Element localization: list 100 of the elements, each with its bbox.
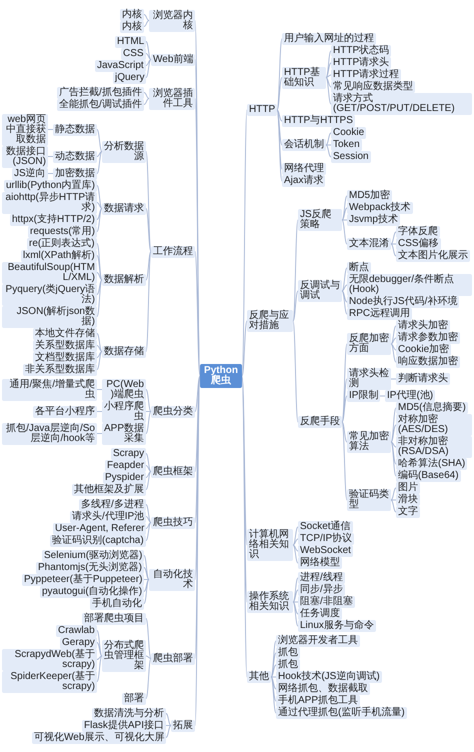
connector-line: [292, 220, 298, 322]
connector-line: [146, 411, 152, 412]
connector-line: [144, 579, 150, 580]
leaf-label: 手机APP抓包工具: [276, 695, 360, 707]
leaf-label: 请求头/代理IP池: [70, 510, 146, 522]
connector-line: [146, 208, 152, 252]
connector-line: [96, 411, 102, 412]
leaf-label: 文档型数据库: [33, 352, 97, 364]
leaf-label: 手机自动化: [90, 598, 144, 610]
connector-line: [342, 290, 348, 314]
leaf-label: HTTP状态码: [331, 45, 392, 57]
connector-line: [146, 471, 152, 490]
subtopic-label: 请求头检测: [347, 368, 391, 390]
leaf-label: JavaScript: [95, 60, 146, 72]
leaf-label: User-Agent, Referer: [53, 522, 146, 534]
connector-line: [292, 578, 298, 602]
connector-line: [342, 378, 348, 422]
connector-line: [96, 151, 102, 157]
connector-line: [390, 442, 396, 476]
branch-topic: 浏览器插件工具: [149, 88, 195, 110]
leaf-label: 文字: [396, 506, 420, 518]
connector-line: [146, 658, 152, 699]
leaf-label: CSS偏移: [396, 238, 441, 250]
leaf-label: Pyppeteer(基于Puppeteer): [22, 574, 144, 586]
connector-line: [146, 59, 152, 78]
connector-line: [96, 208, 102, 232]
connector-line: [144, 567, 150, 580]
leaf-label: 网络模型: [298, 557, 342, 569]
leaf-label: 非对称加密(RSA/DSA): [396, 436, 472, 458]
leaf-label: Pyquery(类jQuery语法): [2, 284, 97, 306]
branch-topic: 爬虫分类: [151, 406, 195, 418]
leaf-label: web网页中直接获取数据: [2, 114, 48, 146]
leaf-label: WebSocket: [298, 545, 353, 557]
leaf-label: 其他框架及扩展: [72, 484, 146, 496]
connector-line: [390, 244, 396, 256]
subtopic-label: 数据解析: [102, 274, 146, 286]
connector-line: [326, 62, 332, 78]
leaf-label: 非关系型数据库: [23, 364, 97, 376]
connector-line: [390, 232, 396, 244]
leaf-label: 字体反爬: [396, 226, 440, 238]
connector-line: [146, 522, 152, 541]
leaf-label: 数据接口(JSON): [2, 146, 48, 168]
leaf-label: 关系型数据库: [33, 340, 97, 352]
connector-line: [96, 333, 102, 352]
leaf-label: Token: [331, 139, 362, 151]
leaf-label: 文本图片化展示: [396, 250, 470, 262]
connector-line: [276, 110, 282, 122]
connector-line: [146, 516, 152, 523]
leaf-label: 内核: [120, 20, 144, 32]
connector-line: [342, 290, 348, 302]
connector-line: [144, 579, 150, 604]
connector-line: [146, 151, 152, 252]
leaf-label: Selenium(驱动浏览器): [42, 550, 144, 562]
leaf-label: 多线程/多进程: [79, 498, 146, 510]
connector-line: [276, 110, 282, 146]
leaf-label: Phantomjs(无头浏览器): [36, 562, 144, 574]
leaf-label: 滑块: [396, 494, 420, 506]
leaf-label: TCP/IP协议: [298, 533, 354, 545]
connector-line: [96, 433, 102, 434]
branch-topic: 反爬与应对措施: [247, 310, 293, 332]
leaf-label: 全能抓包/调试插件: [57, 98, 144, 110]
leaf-label: 抓包/Java层逆向/So层逆向/hook等: [2, 422, 97, 444]
leaf-label: BeautifulSoup(HTML/XML): [2, 262, 97, 284]
leaf-label: 可视化Web展示、可视化大屏: [32, 732, 166, 744]
leaf-label: lxml(XPath解析): [21, 250, 97, 262]
connector-line: [146, 411, 152, 434]
leaf-label: Flask提供API接口: [82, 720, 166, 732]
connector-line: [96, 280, 102, 295]
leaf-label: 图片: [396, 482, 420, 494]
leaf-label: 浏览器开发者工具: [276, 635, 360, 647]
leaf-label: SpiderKeeper(基于scrapy): [2, 670, 97, 692]
connector-line: [166, 725, 172, 726]
leaf-label: JS逆向: [12, 168, 48, 180]
connector-line: [292, 290, 298, 322]
connector-line: [270, 676, 276, 702]
connector-line: [166, 713, 172, 726]
leaf-label: 判断请求头: [396, 373, 450, 385]
subtopic-label: 验证码类型: [347, 489, 391, 511]
connector-line: [48, 173, 54, 174]
connector-line: [144, 14, 150, 21]
connector-line: [146, 251, 152, 352]
leaf-label: 用户输入网址的过程: [282, 33, 376, 45]
leaf-label: 通过代理抓包(监听手机流量): [276, 707, 407, 719]
connector-line: [242, 320, 248, 376]
leaf-label: 无限debugger/条件断点(Hook): [347, 274, 472, 296]
leaf-label: Webpack技术: [347, 202, 413, 214]
leaf-label: Pyspider: [103, 472, 146, 484]
branch-topic: 爬虫技巧: [151, 516, 195, 528]
leaf-label: 网络代理: [282, 163, 326, 175]
subtopic-label: PC(Web)端爬虫: [102, 378, 146, 400]
connector-line: [146, 618, 152, 659]
leaf-label: jQuery: [113, 72, 146, 84]
leaf-label: pyautogui(自动化操作): [40, 586, 144, 598]
connector-line: [342, 422, 348, 442]
leaf-label: 抓包: [276, 659, 300, 671]
connector-line: [390, 500, 396, 512]
leaf-label: 内核: [120, 8, 144, 20]
connector-line: [292, 544, 298, 564]
connector-line: [96, 280, 102, 317]
leaf-label: 同步/异步: [298, 584, 345, 596]
